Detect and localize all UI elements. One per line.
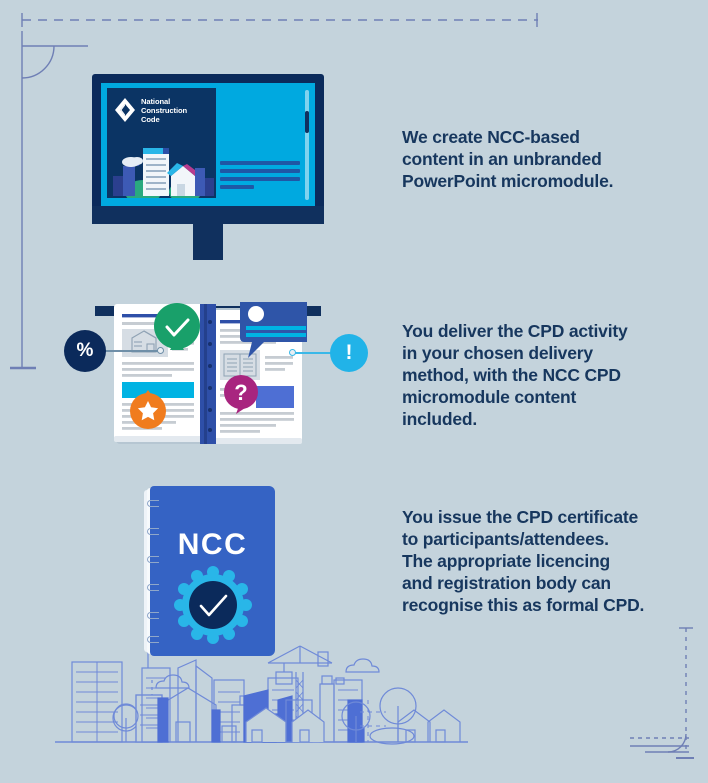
folder-ring: [147, 612, 159, 619]
ncc-logo: National Construction Code: [114, 97, 187, 125]
exclamation-badge: !: [330, 334, 368, 372]
ncc-logo-text: National Construction Code: [141, 97, 188, 125]
monitor-stand-neck: [193, 224, 223, 260]
folder-ring: [147, 584, 159, 591]
text-line: [220, 161, 300, 165]
star-badge-icon: [130, 390, 166, 429]
percent-badge: %: [64, 330, 106, 372]
folder-ring: [147, 528, 159, 535]
svg-text:?: ?: [234, 380, 247, 405]
step-2-text: You deliver the CPD activity in your cho…: [402, 321, 628, 429]
check-pin-icon: [154, 303, 200, 350]
question-pin-icon: ?: [224, 375, 258, 414]
monitor-illustration: National Construction Code: [92, 74, 324, 316]
slide-scrollbar-track[interactable]: [305, 90, 309, 200]
ncc-slide: National Construction Code: [107, 88, 216, 198]
monitor-screen: National Construction Code: [101, 83, 315, 207]
text-line: [220, 177, 300, 181]
folder-ring: [147, 636, 159, 643]
text-line: [220, 169, 300, 173]
cloud-icon: [155, 674, 190, 689]
monitor-chin: [92, 206, 324, 224]
exclamation-icon: !: [345, 341, 353, 364]
book-spread-illustration: ?: [112, 296, 312, 450]
slide-body-text-lines: [220, 161, 300, 193]
left-connector-dot: [157, 347, 164, 354]
slide-city-graphic: [113, 148, 214, 198]
cloud-icon: [345, 658, 380, 673]
step-3-text: You issue the CPD certificate to partici…: [402, 507, 645, 615]
percent-icon: %: [76, 340, 94, 361]
step-1-text: We create NCC-based content in an unbran…: [402, 127, 614, 191]
folder-cover: NCC: [150, 486, 275, 656]
left-connector-line: [104, 350, 160, 352]
folder-ring: [147, 556, 159, 563]
avatar-callout-icon: [240, 296, 312, 358]
right-connector-dot: [289, 349, 296, 356]
folder-ring: [147, 500, 159, 507]
ncc-folder-illustration: NCC: [140, 486, 275, 661]
book-spread-graphic: ?: [114, 296, 312, 444]
ncc-diamond-logo-icon: [115, 98, 135, 122]
slide-scrollbar-thumb[interactable]: [305, 111, 309, 133]
certified-check-seal-icon: [174, 566, 252, 644]
folder-title: NCC: [177, 528, 248, 561]
monitor-frame: National Construction Code: [92, 74, 324, 224]
right-connector-line: [292, 352, 334, 354]
text-line: [220, 185, 254, 189]
